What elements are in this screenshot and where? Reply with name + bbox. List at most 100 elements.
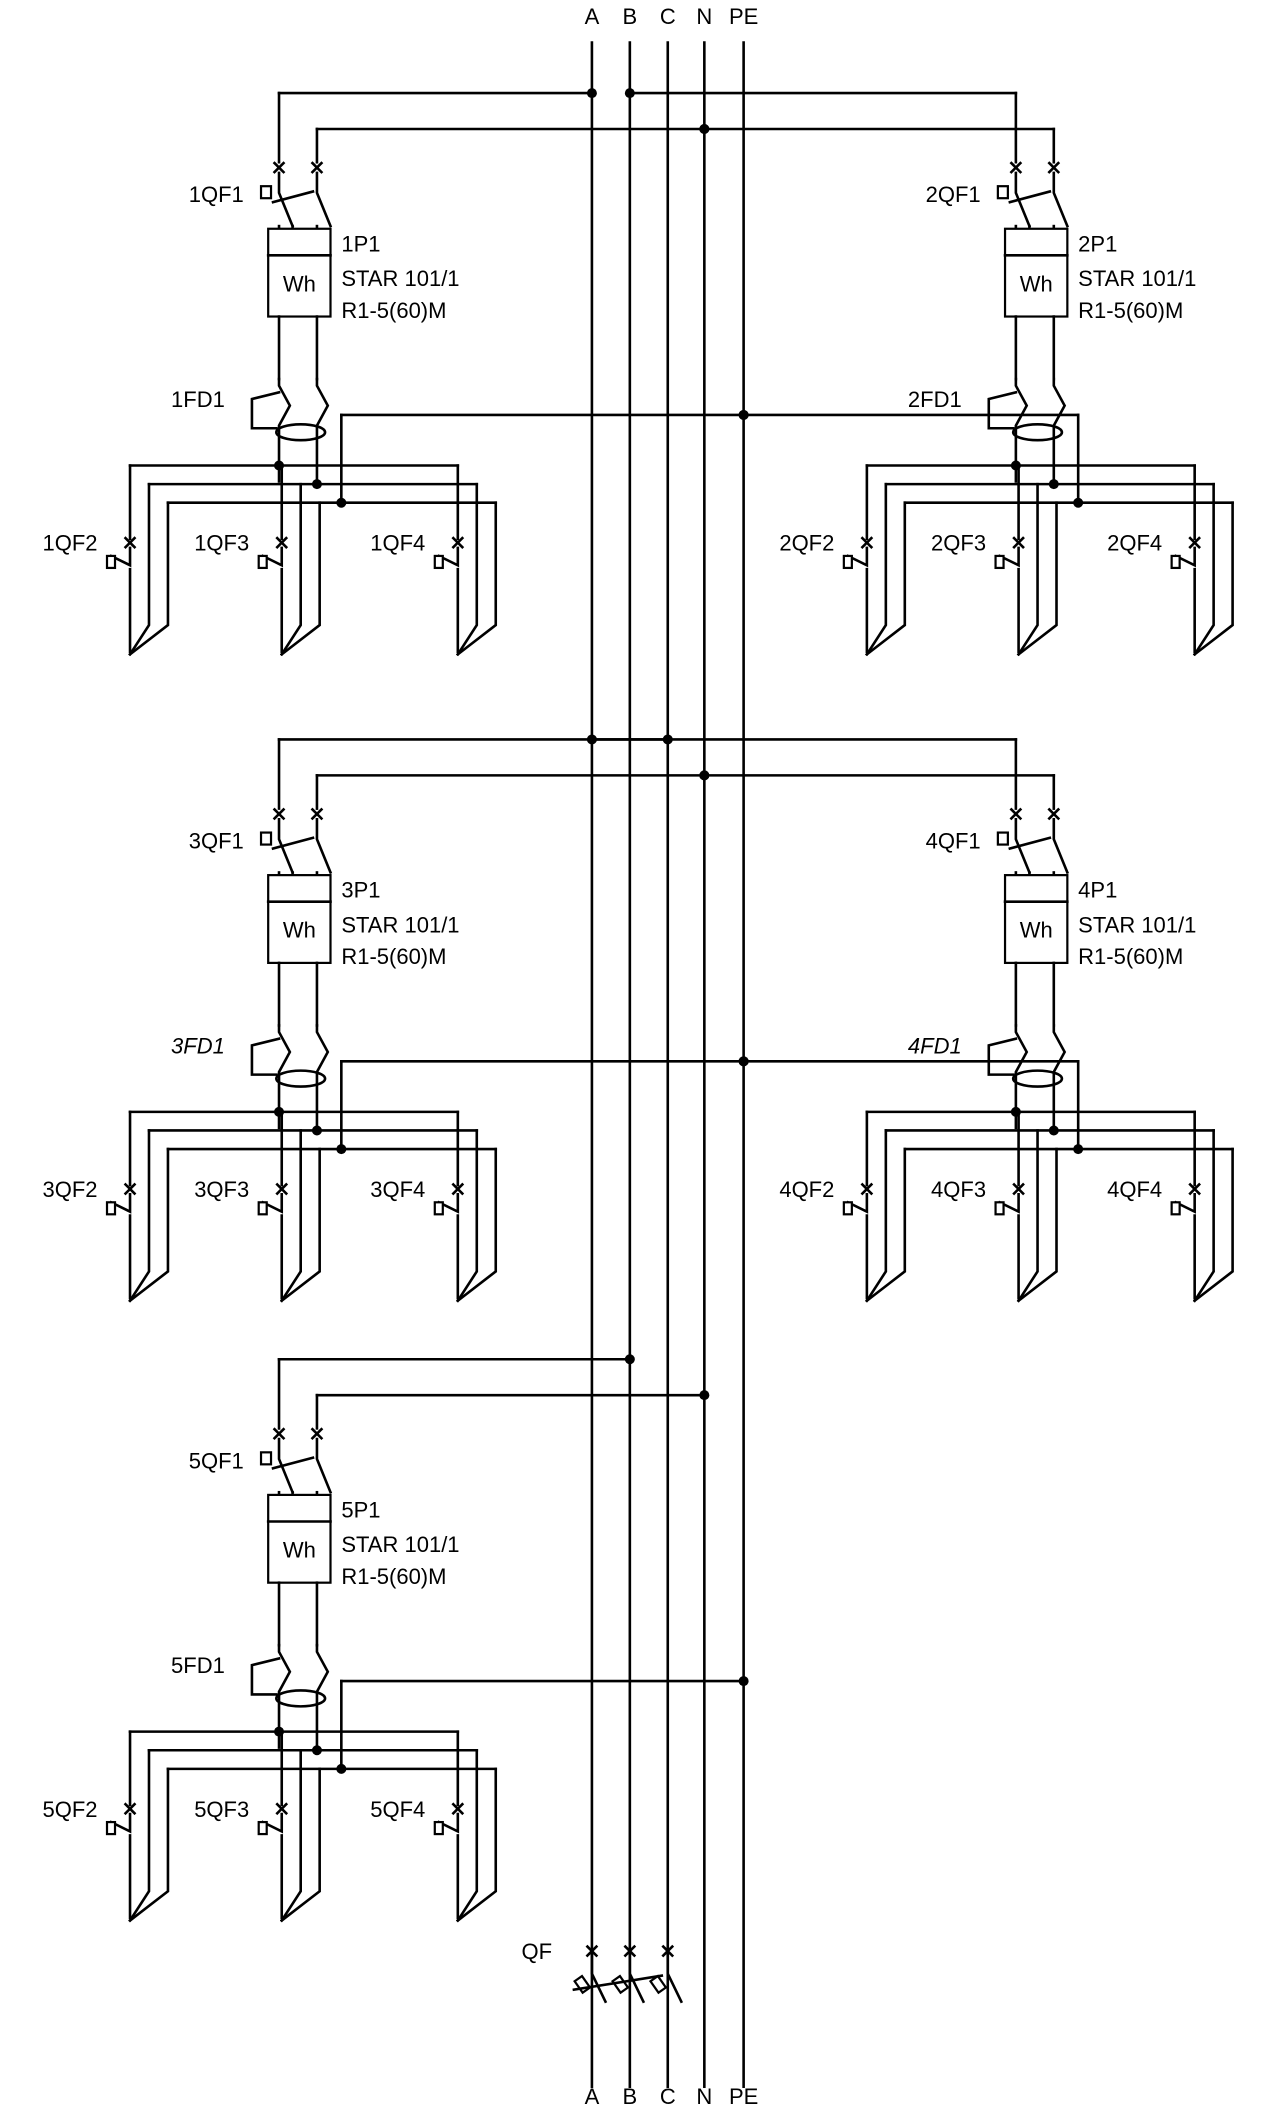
rcd-toroid [1011,1069,1064,1088]
meter-model: STAR 101/1 [341,1532,459,1557]
contact-x [451,536,465,549]
outgoing-breaker-label: 4QF4 [1107,1177,1162,1202]
meter-model: STAR 101/1 [341,266,459,291]
outgoing-neutral [865,1129,888,1303]
qf1-blade [315,1437,333,1494]
x-stroke [860,536,874,549]
outgoing-blade [109,1193,132,1214]
contact-x [661,1944,675,1958]
outgoing-breaker-label: 2QF2 [779,531,834,556]
outgoing-trip-element [257,1201,268,1216]
outgoing-blade [846,546,869,568]
outgoing-neutral [456,1129,479,1303]
outgoing-neutral [279,1748,302,1923]
outgoing-pe [279,1767,321,1923]
outgoing-blade [846,1193,869,1214]
contact-x [272,161,286,174]
outgoing-trip-element [1170,1201,1181,1216]
busbar-label-bottom: N [696,2084,712,2109]
outgoing-neutral [1192,1129,1215,1303]
outgoing-neutral [128,1748,151,1923]
junction-dot [311,479,322,490]
x-stroke [272,807,286,821]
outgoing-trip-element [257,1820,268,1836]
outgoing-blade [997,1193,1020,1214]
contact-x [451,1182,465,1196]
x-stroke [451,1802,465,1816]
x-stroke [1188,536,1202,549]
outgoing-breaker-label: 2QF4 [1107,531,1162,556]
junction-dot [311,1745,322,1756]
outgoing-pe [455,1767,498,1923]
qf1-blade [1014,817,1032,875]
x-stroke [310,161,324,174]
junction-dot [336,1144,347,1155]
meter-rating: R1-5(60)M [1078,944,1183,969]
x-stroke [1009,807,1023,821]
outgoing-neutral [279,1129,302,1303]
x-stroke [123,1802,137,1816]
rcd-pole [1052,377,1067,483]
rcd-pole [315,1024,330,1130]
qf1-trip-element [996,831,1009,846]
x-stroke [1188,1182,1202,1196]
qf1-blade [277,171,295,228]
contact-x [451,1802,465,1816]
meter-model: STAR 101/1 [1078,912,1196,937]
outgoing-trip-element [842,554,853,570]
breaker-label: 3QF1 [189,829,244,854]
outgoing-trip-element [105,554,117,570]
rcd-toroid [275,1689,327,1708]
qf1-blade [277,1437,295,1494]
qf1-link [1008,189,1052,204]
x-stroke [123,1182,137,1196]
x-stroke [1012,1182,1025,1196]
outgoing-pe [1016,1147,1058,1303]
rcd-pole [315,1643,330,1749]
qf-trip-element [648,1974,668,1995]
x-stroke [272,161,286,174]
qf-blade [590,1953,608,2004]
junction-dot [624,1354,635,1365]
busbar-label-top: N [696,4,712,29]
contact-x [123,1802,137,1816]
qf-mechanical-link [572,1974,664,1992]
contact-x [272,807,286,821]
contact-x [1009,807,1023,821]
rcd-label: 1FD1 [171,387,225,412]
outgoing-pe [1016,501,1058,657]
x-stroke [275,1182,289,1196]
qf1-link [271,189,315,204]
rcd-label: 2FD1 [908,387,962,412]
busbar-label-bottom: A [585,2084,600,2109]
breaker-label: 2QF1 [926,182,981,207]
busbar-label-top: PE [729,4,758,29]
contact-x [1047,807,1061,821]
rcd-pole [277,377,292,483]
x-stroke [310,1427,324,1441]
x-stroke [123,536,137,549]
x-stroke [451,536,465,549]
contact-x [275,536,289,549]
qf1-blade [277,817,295,875]
main-breaker-label: QF [521,1939,552,1964]
outgoing-blade [109,546,132,568]
x-stroke [1047,807,1061,821]
busbar-label-bottom: C [660,2084,676,2109]
contact-x [1012,536,1025,549]
junction-dot [738,409,749,420]
outgoing-pe [865,501,907,657]
outgoing-trip-element [994,1201,1005,1216]
outgoing-breaker-label: 2QF3 [931,531,986,556]
qf1-trip-element [259,831,273,846]
outgoing-blade [261,546,284,568]
x-stroke [275,536,289,549]
rcd-trip-coil [987,1037,1018,1076]
outgoing-neutral [865,482,888,657]
meter-symbol: Wh [1020,918,1053,943]
outgoing-pe [128,1767,170,1923]
rcd-label: 3FD1 [171,1033,225,1058]
rcd-toroid [1011,422,1064,442]
x-stroke [661,1944,675,1958]
junction-dot [699,124,710,135]
